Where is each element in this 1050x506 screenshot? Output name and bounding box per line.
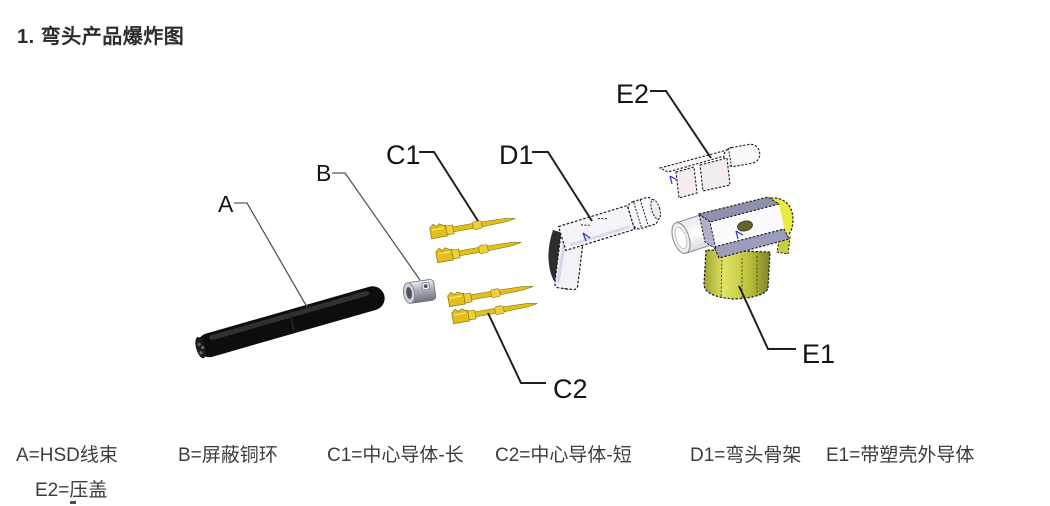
outer-center-hole [737,220,753,232]
outer-channel-left-cap [698,212,717,251]
label-a: A [218,191,234,217]
cap-flap-left [675,166,698,199]
leader-d1 [532,151,593,222]
center-conductor-long-pin-2 [434,233,523,264]
skeleton-arm-mark-2 [597,218,609,220]
page-title: 1. 弯头产品爆炸图 [17,26,185,48]
legend-item-d1: D1=弯头骨架 [690,445,802,466]
elbow-skeleton-part [548,196,662,291]
ring-window-hole [423,284,428,289]
cable-highlight [209,290,370,341]
cable-wire-dot-gray [201,346,205,349]
outer-tube-bore [674,227,688,249]
cap-part [658,143,761,199]
skeleton-arm-mark-1 [580,224,590,226]
legend-item-c1: C1=中心导体-长 [327,445,464,466]
legend-item-b: B=屏蔽铜环 [178,445,278,466]
leader-b [332,172,421,281]
cap-flap-right [699,157,731,192]
label-c1: C1 [386,140,421,170]
skeleton-tip-face [650,199,662,220]
outer-lower-cylinder [703,249,771,300]
outer-axis-marker [735,230,744,240]
cable-wire-dot-red [197,342,201,347]
skeleton-diagonal-arm [557,204,636,252]
copper-ring-part [402,279,437,304]
cable-seam [289,310,295,333]
center-conductor-short-group [446,277,539,325]
skeleton-axis-marker [582,232,591,242]
label-b: B [316,160,331,186]
skeleton-arm-shade [569,225,631,247]
cap-axis-marker [669,175,678,185]
outer-channel-front-rail [713,228,790,259]
leader-e2 [650,90,712,159]
leader-e1 [738,285,796,350]
legend-item-e1: E1=带塑壳外导体 [826,445,975,466]
leader-a [234,202,308,308]
label-d1: D1 [499,140,534,170]
label-c2: C2 [553,374,588,404]
leader-c2 [487,312,546,384]
label-e2: E2 [616,79,649,109]
center-conductor-short-pin-1 [446,277,535,308]
outer-channel-back-rail [697,196,781,223]
hsd-cable-part [195,286,385,359]
cap-cylinder [723,143,761,167]
label-e1: E1 [802,339,835,369]
cable-end-face [195,336,206,359]
legend-item-e2: E2=压盖 [35,480,108,501]
cable-wire-dot-green [199,351,203,355]
skeleton-rib-2 [639,199,649,227]
leader-c1 [419,151,479,222]
cutoff-fragment [70,501,76,504]
skeleton-rib-1 [633,202,642,228]
legend-item-a: A=HSD线束 [16,445,118,466]
ring-bore [406,287,412,299]
outer-cyl-seam-1 [720,255,723,298]
outer-conductor-part [671,196,794,300]
legend-item-c2: C2=中心导体-短 [495,445,632,466]
